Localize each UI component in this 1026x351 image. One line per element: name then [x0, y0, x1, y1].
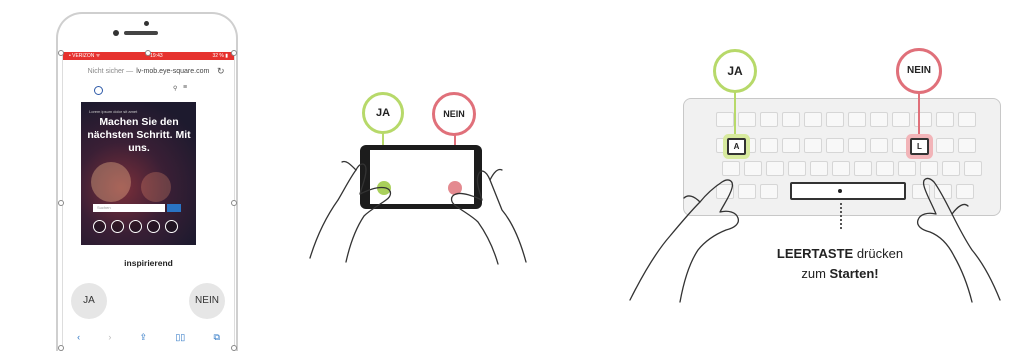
keyboard-left-hand-finger [684, 196, 700, 202]
left-hand-finger [342, 161, 356, 170]
right-hand-outline [452, 171, 527, 264]
keyboard-right-hand-finger [952, 204, 968, 214]
left-hand-outline [310, 164, 391, 262]
keyboard-right-hand-outline [918, 179, 1000, 302]
right-hand-finger [490, 169, 502, 180]
